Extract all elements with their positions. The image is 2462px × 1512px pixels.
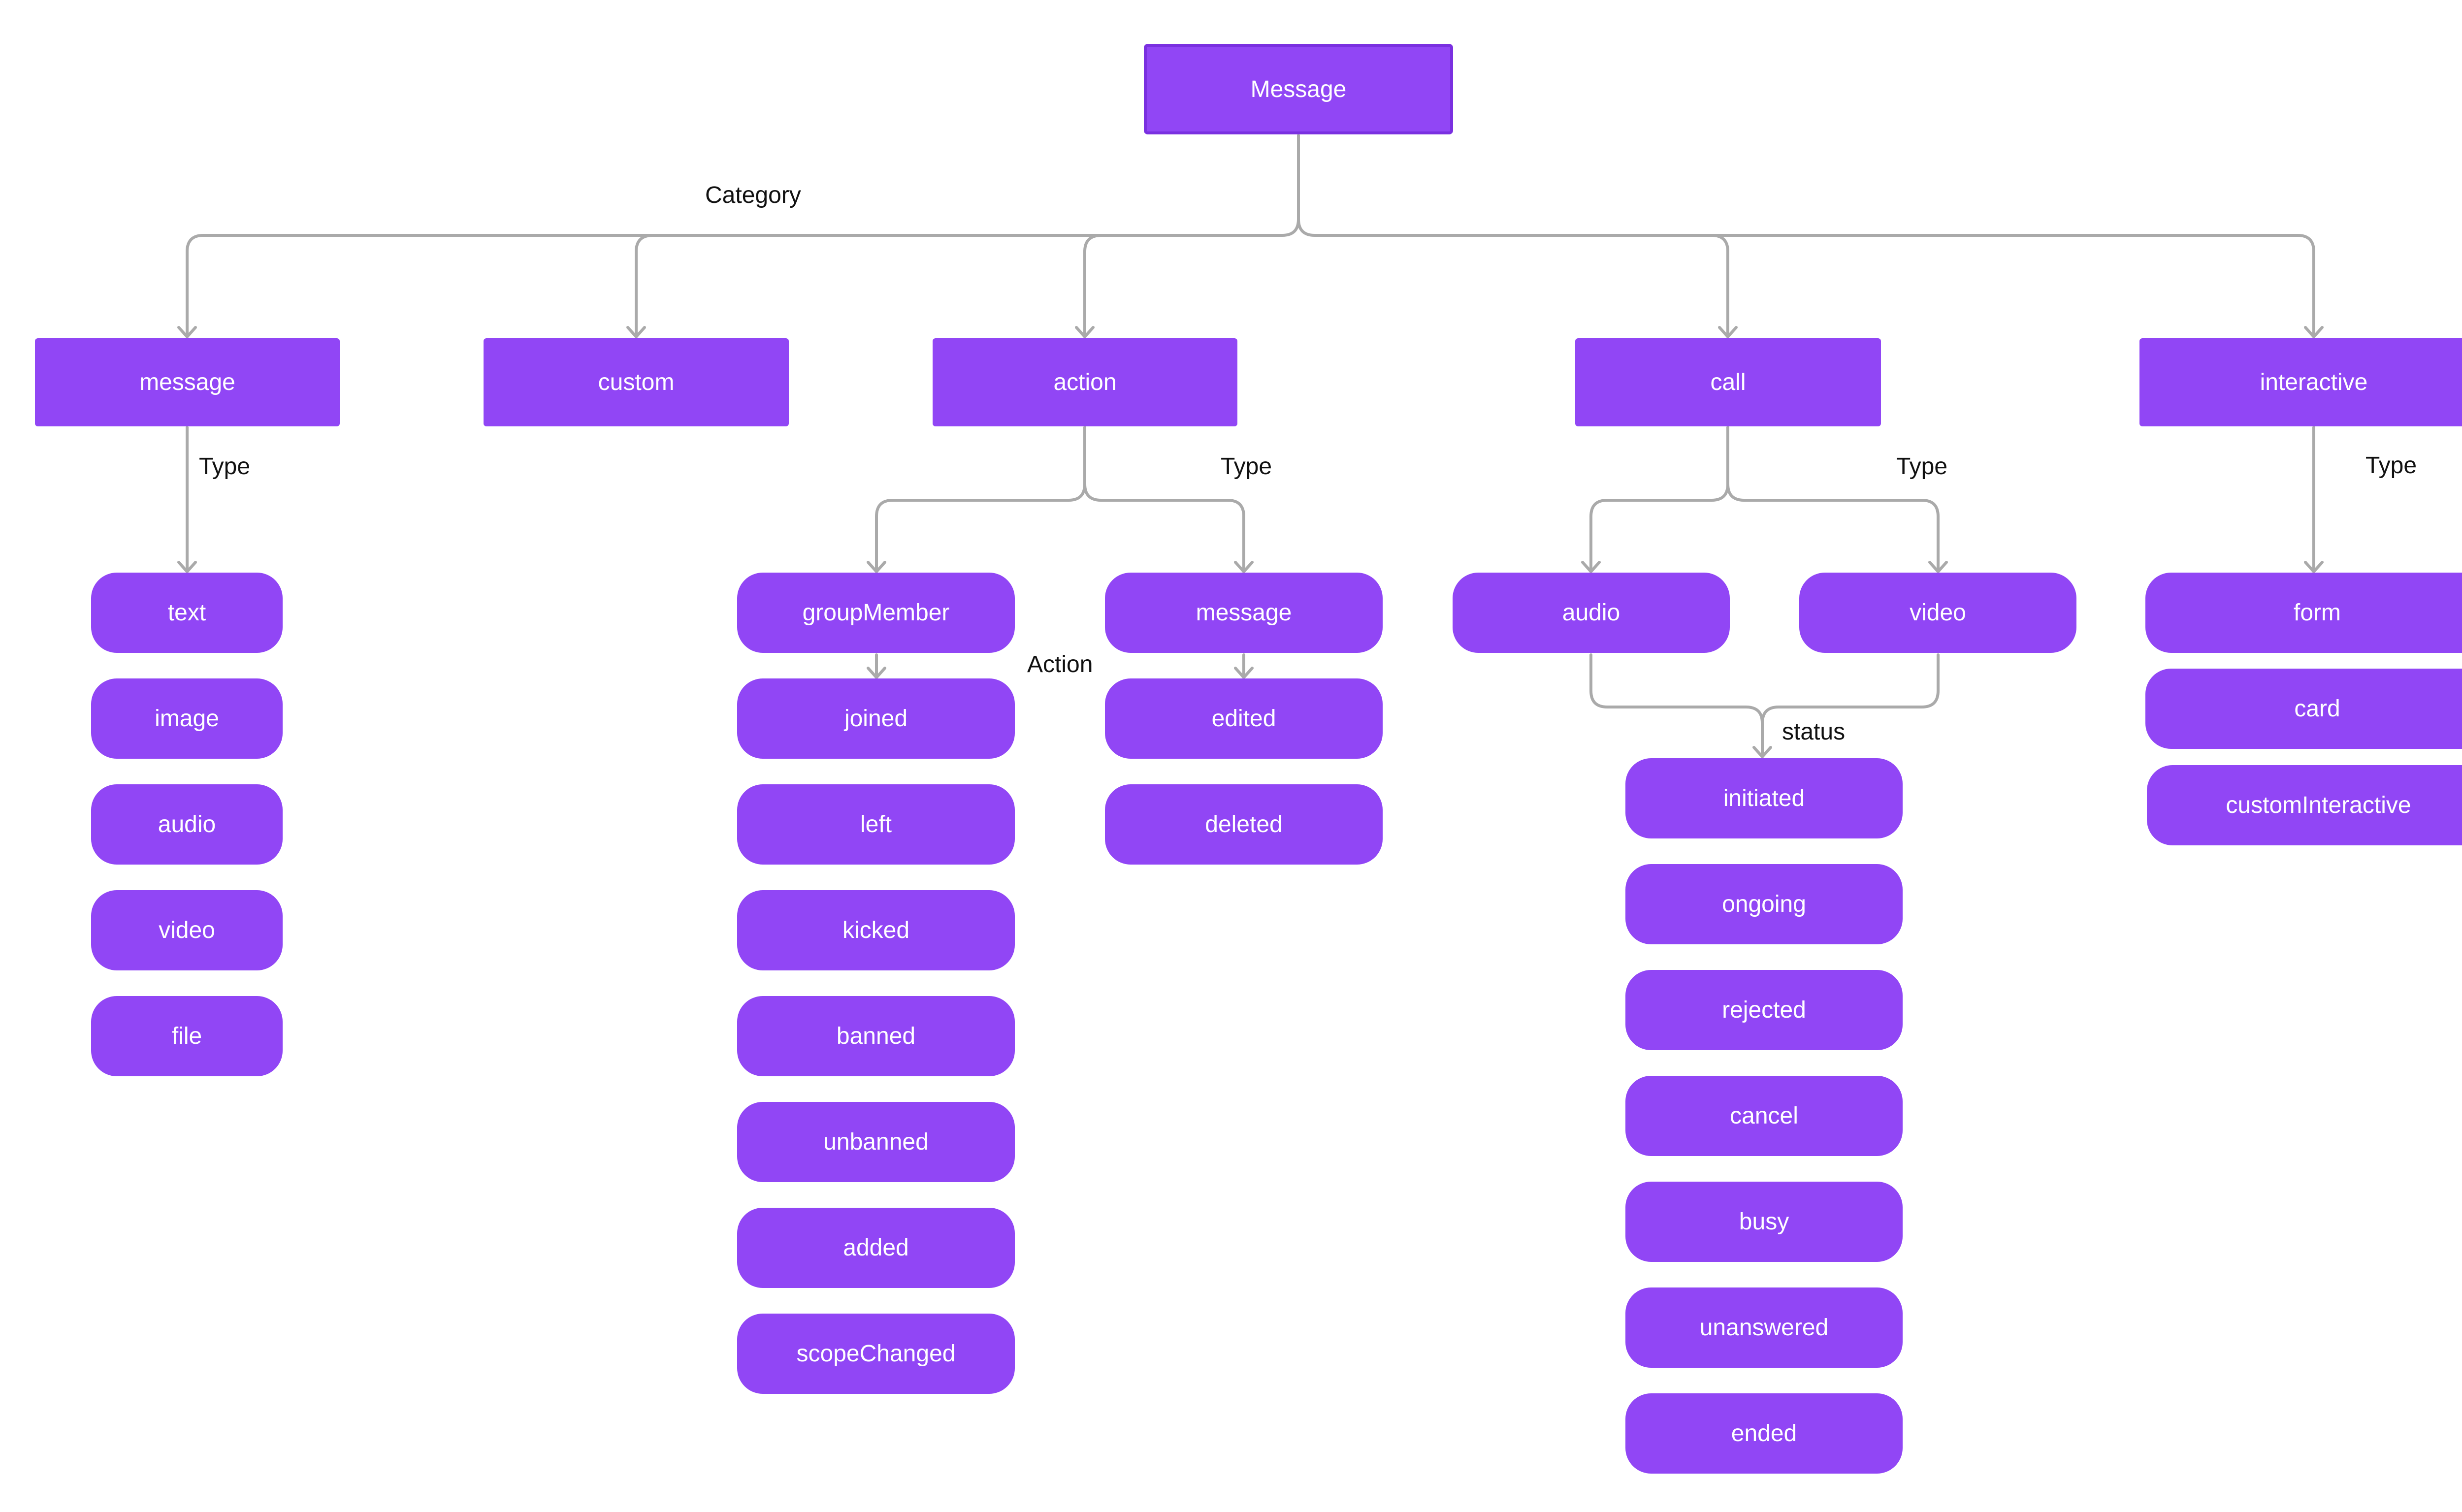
arrowhead-action-message xyxy=(1234,561,1254,573)
interactive-type-label: Type xyxy=(2365,452,2417,479)
call-status-rejected-node: rejected xyxy=(1625,970,1903,1050)
call-status-cancel-node: cancel xyxy=(1625,1076,1903,1156)
arrowhead-text xyxy=(177,561,197,573)
call-type-video-node: video xyxy=(1799,573,2076,653)
action-type-groupmember-node: groupMember xyxy=(737,573,1015,653)
action-type-label: Type xyxy=(1221,453,1272,480)
groupmember-action-banned-node: banned xyxy=(737,996,1015,1076)
groupmember-action-kicked-node: kicked xyxy=(737,890,1015,970)
interactive-type-custominteractive-node: customInteractive xyxy=(2147,765,2462,845)
connector-action-to-message xyxy=(1083,483,1245,573)
arrowhead-custom xyxy=(626,326,646,338)
category-action-node: action xyxy=(933,338,1237,426)
connector-call-to-video xyxy=(1726,483,1940,573)
connector-bus-to-call xyxy=(1710,234,1729,338)
interactive-type-card-node: card xyxy=(2145,669,2462,749)
arrowhead-call-video xyxy=(1928,561,1948,573)
message-type-image-node: image xyxy=(91,678,283,759)
arrowhead-interactive xyxy=(2304,326,2324,338)
groupmember-action-joined-node: joined xyxy=(737,678,1015,759)
arrowhead-groupmember xyxy=(867,561,886,573)
arrowhead-call-audio xyxy=(1581,561,1601,573)
connector-bus-to-custom xyxy=(635,234,654,338)
message-type-label: Type xyxy=(199,453,251,480)
message-action-deleted-node: deleted xyxy=(1105,784,1383,865)
connector-root-to-interactive xyxy=(1297,218,2315,338)
call-status-unanswered-node: unanswered xyxy=(1625,1287,1903,1368)
connector-audio-to-status xyxy=(1589,653,1764,758)
call-status-busy-node: busy xyxy=(1625,1182,1903,1262)
call-status-ended-node: ended xyxy=(1625,1393,1903,1474)
call-status-initiated-node: initiated xyxy=(1625,758,1903,838)
connector-call-to-audio xyxy=(1589,426,1729,573)
action-type-message-node: message xyxy=(1105,573,1383,653)
interactive-type-form-node: form xyxy=(2145,573,2462,653)
connector-bus-to-action xyxy=(1083,234,1103,338)
groupmember-action-added-node: added xyxy=(737,1208,1015,1288)
message-type-video-node: video xyxy=(91,890,283,970)
category-label: Category xyxy=(705,182,801,208)
message-type-text-node: text xyxy=(91,573,283,653)
call-type-label: Type xyxy=(1896,453,1948,480)
call-status-ongoing-node: ongoing xyxy=(1625,864,1903,944)
groupmember-action-left-node: left xyxy=(737,784,1015,865)
call-status-label: status xyxy=(1782,719,1846,745)
connector-root-trunk xyxy=(186,134,1300,338)
category-custom-node: custom xyxy=(484,338,789,426)
message-type-file-node: file xyxy=(91,996,283,1076)
call-type-audio-node: audio xyxy=(1453,573,1730,653)
arrowhead-action xyxy=(1075,326,1095,338)
arrowhead-initiated xyxy=(1752,746,1772,758)
connector-action-to-groupmember xyxy=(875,426,1086,573)
action-action-label: Action xyxy=(1027,651,1093,677)
message-action-edited-node: edited xyxy=(1105,678,1383,759)
connector-video-to-status xyxy=(1761,653,1940,725)
category-interactive-node: interactive xyxy=(2139,338,2462,426)
category-call-node: call xyxy=(1575,338,1881,426)
message-type-audio-node: audio xyxy=(91,784,283,865)
arrowhead-message xyxy=(177,326,197,338)
category-message-node: message xyxy=(35,338,340,426)
arrowhead-edited xyxy=(1234,667,1254,679)
arrowhead-joined xyxy=(867,667,886,679)
groupmember-action-unbanned-node: unbanned xyxy=(737,1102,1015,1182)
groupmember-action-scopechanged-node: scopeChanged xyxy=(737,1314,1015,1394)
root-message-node: Message xyxy=(1144,44,1453,134)
arrowhead-call xyxy=(1718,326,1738,338)
arrowhead-form xyxy=(2304,561,2324,573)
